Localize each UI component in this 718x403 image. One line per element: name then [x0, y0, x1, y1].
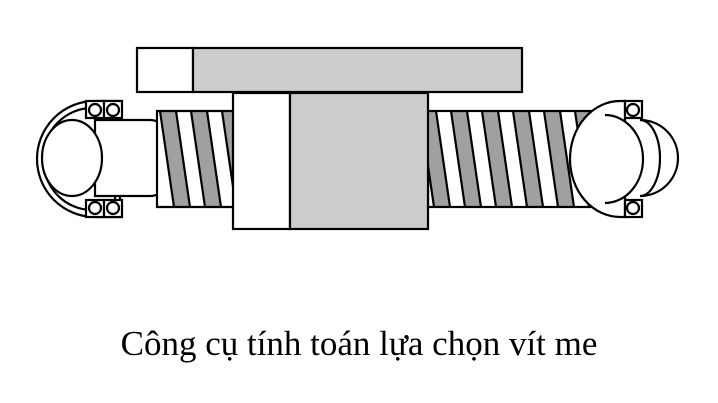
thread-stripe	[511, 111, 545, 207]
carriage-plate	[191, 46, 524, 94]
thread-stripe	[542, 111, 576, 207]
thread-stripe	[158, 111, 192, 207]
thread-stripe	[189, 111, 223, 207]
nut-flange	[231, 91, 292, 231]
thread-stripe	[480, 111, 514, 207]
thread-stripe	[449, 111, 483, 207]
right-shaft-end	[639, 118, 680, 198]
right-bearing	[568, 99, 645, 219]
left-shaft-end	[40, 118, 104, 198]
nut-body	[288, 91, 430, 231]
carriage-plate-white	[135, 46, 195, 94]
thread-stripe	[428, 111, 452, 207]
caption: Công cụ tính toán lựa chọn vít me	[120, 324, 598, 363]
